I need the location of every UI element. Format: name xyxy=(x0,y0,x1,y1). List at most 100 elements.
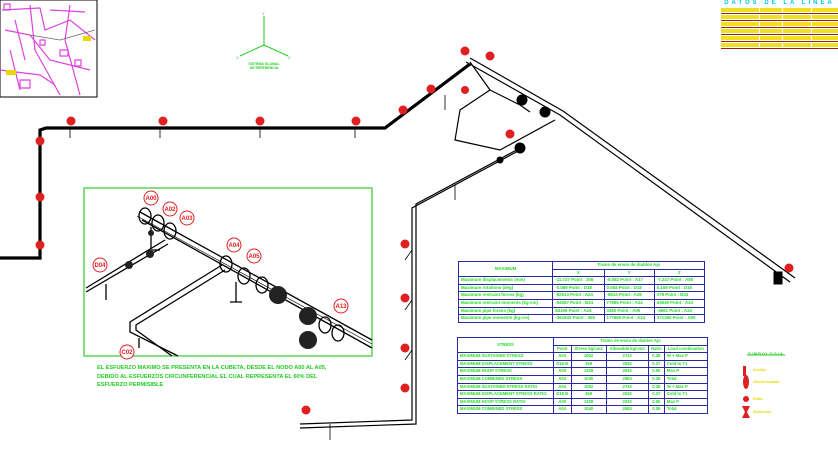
table-row: Maximum pipe moments (kg-cm)-361532 Poin… xyxy=(457,314,706,323)
table-row: Maximum displacements (mm)-11.737 Point … xyxy=(457,276,706,285)
table-row: Maximum rotations (deg)-0.089 Point : D1… xyxy=(457,283,706,293)
row-label: MAXIMUM COMBINED STRESS xyxy=(457,374,554,384)
axis-triad xyxy=(239,16,289,57)
row-label: MAXIMUM HOOP STRESS RATIO xyxy=(457,397,554,407)
table-cell: 0.38 xyxy=(647,382,665,392)
row-label: Maximum pipe forces (kg) xyxy=(457,306,554,316)
row-label: Maximum displacements (mm) xyxy=(457,276,554,285)
line-data-title: DATOS DE LA LINEA xyxy=(724,0,835,6)
col-x: X xyxy=(552,268,605,278)
col-header: Point xyxy=(552,344,572,354)
row-label: MAXIMUM HOOP STRESS xyxy=(457,367,554,376)
table-cell: A00 xyxy=(552,367,572,376)
header-label: MAXIMUM xyxy=(457,260,554,278)
table-cell: Cold to T1 xyxy=(663,390,709,399)
table-row: Maximum pipe forces (kg)84196 Point : A2… xyxy=(457,306,706,316)
cell-x: -0.089 Point : D18 xyxy=(552,283,605,293)
node-label: D04 xyxy=(94,263,106,269)
legend-item: Reduccion xyxy=(753,410,772,414)
table-cell: A00 xyxy=(552,397,572,407)
table-cell: A04 xyxy=(552,374,572,384)
col-header: Load combination xyxy=(663,344,709,354)
table-cell: Max P xyxy=(663,367,709,376)
col-header: Allowable kg/cm2 xyxy=(605,344,649,354)
cell-y: 3460 Point : A05 xyxy=(603,306,655,316)
row-label: MAXIMUM DISPLACEMENT STRESS RATIO xyxy=(457,390,554,399)
row-label: MAXIMUM DISPLACEMENT STRESS xyxy=(457,359,554,369)
row-label: Maximum rotations (deg) xyxy=(457,283,554,293)
table-cell: 169 xyxy=(570,359,607,369)
cell-x: 84196 Point : A24 xyxy=(552,306,605,316)
node-label: A13 xyxy=(335,304,347,310)
col-y: Y xyxy=(603,268,655,278)
table-cell: 0.39 xyxy=(647,405,665,414)
table-cell: 2742 xyxy=(605,382,649,392)
table-cell: 0.38 xyxy=(647,352,665,361)
row-label: MAXIMUM SUSTAINED STRESS xyxy=(457,352,554,361)
location-map xyxy=(0,0,98,98)
table-cell: 2684 xyxy=(605,374,649,384)
table-cell: D18 B xyxy=(552,390,572,399)
table-cell: D18 B xyxy=(552,359,572,369)
table-cell: 0.27 xyxy=(647,390,665,399)
cell-x: -54087 Point : B34 xyxy=(552,298,605,308)
cell-z: -4861 Point : A24 xyxy=(653,306,706,316)
node-label: A03 xyxy=(181,216,193,222)
table-cell: 169 xyxy=(570,390,607,399)
cell-z: 279 Point : B34 xyxy=(653,291,706,300)
legend-item: Valvula bridada xyxy=(753,380,780,384)
legend-symbols xyxy=(742,354,785,418)
table-cell: Total xyxy=(663,405,709,414)
legend-title: SIMBOLOGIA xyxy=(748,351,784,356)
legend-item: Anclaje xyxy=(753,368,766,372)
axis-caption: SISTEMA GLOBAL DE REFERENCIA xyxy=(248,62,280,70)
table-cell: 2684 xyxy=(605,405,649,414)
table-cell: 1328 xyxy=(570,397,607,407)
col-header: Stress kg/cm2 xyxy=(570,344,607,354)
line-data-table: DATOS DE LA LINEA xyxy=(721,0,838,49)
stress-table: STRESS Tramo de envio de diablos Ajo Poi… xyxy=(457,336,709,414)
axis-y-label: Y xyxy=(262,11,265,16)
inset-pipe xyxy=(85,207,373,357)
table-cell: 1040 xyxy=(570,374,607,384)
table-cell: W + Max P xyxy=(663,352,709,361)
cell-y: 177865 Point : A24 xyxy=(603,314,655,323)
table-cell: 0.60 xyxy=(647,367,665,376)
table-cell: A04 xyxy=(552,352,572,361)
row-label: Maximum pipe moments (kg-cm) xyxy=(457,314,554,323)
stress-note: EL ESFUERZO MAXIMO SE PRESENTA EN LA CUB… xyxy=(97,365,327,388)
cell-y: -5.082 Point : A17 xyxy=(603,276,655,285)
table-cell: W + Max P xyxy=(663,382,709,392)
table-cell: 2742 xyxy=(605,352,649,361)
table-cell: Total xyxy=(663,374,709,384)
inset-valves xyxy=(125,230,317,349)
table-cell: Cold to T1 xyxy=(663,359,709,369)
table-cell: 1040 xyxy=(570,405,607,414)
row-label: Maximum restraint forces (kg) xyxy=(457,291,554,300)
cell-z: 371380 Point : A80 xyxy=(653,314,706,323)
table-row: Maximum restraint forces (kg)-82613 Poin… xyxy=(457,291,706,300)
col-header: Ratio xyxy=(647,344,665,354)
table-cell: 2532 xyxy=(605,397,649,407)
node-label: A00 xyxy=(145,196,157,202)
cell-z: 63649 Point : A24 xyxy=(653,298,706,308)
table-cell: 2532 xyxy=(605,390,649,399)
node-label: A02 xyxy=(164,207,176,213)
node-label: A05 xyxy=(248,254,260,260)
row-label: MAXIMUM COMBINED STRESS xyxy=(457,405,554,414)
table-cell: 0.39 xyxy=(647,374,665,384)
table-cell: 1328 xyxy=(570,367,607,376)
row-label: MAXIMUM SUSTAINED STRESS RATIO xyxy=(457,382,554,392)
table-cell: A04 xyxy=(552,405,572,414)
header-label: STRESS xyxy=(457,336,554,354)
node-label: A04 xyxy=(228,243,240,249)
